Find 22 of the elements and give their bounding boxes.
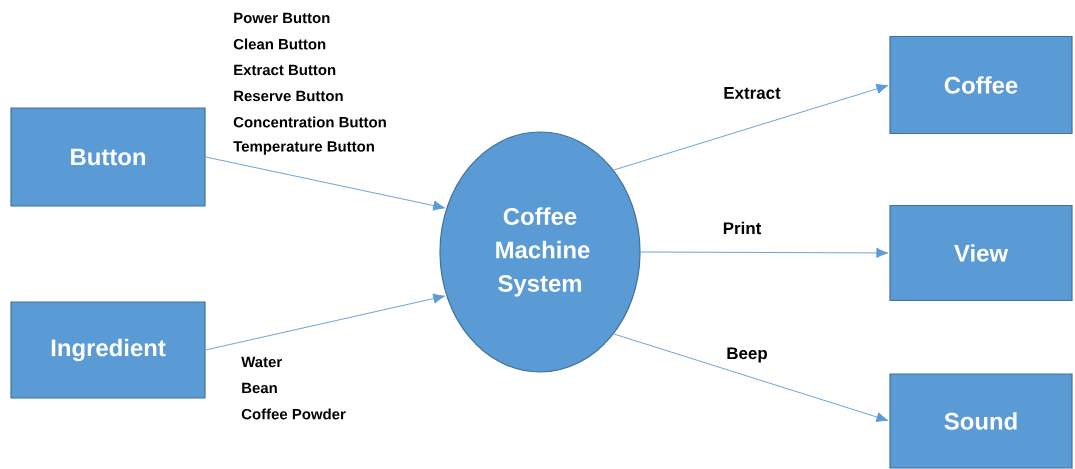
entity-box: Coffee: [889, 35, 1073, 135]
input-label: Concentration Button: [233, 116, 386, 128]
entity-box: View: [889, 204, 1073, 302]
input-label: Coffee Powder: [241, 408, 346, 420]
entity-box: Button: [10, 107, 206, 207]
input-label: Bean: [242, 382, 277, 394]
input-label: Clean Button: [233, 38, 326, 50]
input-label: Extract Button: [234, 64, 336, 76]
input-label: Power Button: [234, 12, 330, 24]
input-label: Temperature Button: [233, 141, 374, 155]
arrow: [640, 247, 889, 259]
arrow: [613, 83, 889, 171]
arrow: [613, 333, 889, 423]
input-label: Water: [241, 356, 282, 368]
input-label: Reserve Button: [234, 90, 343, 102]
edge-label: Print: [723, 221, 762, 235]
edge-label: Extract: [724, 87, 781, 99]
arrow: [205, 156, 446, 211]
edge-label: Beep: [727, 347, 767, 363]
entity-box: Sound: [889, 373, 1073, 469]
entity-box: Ingredient: [10, 301, 206, 399]
arrow: [205, 293, 446, 351]
